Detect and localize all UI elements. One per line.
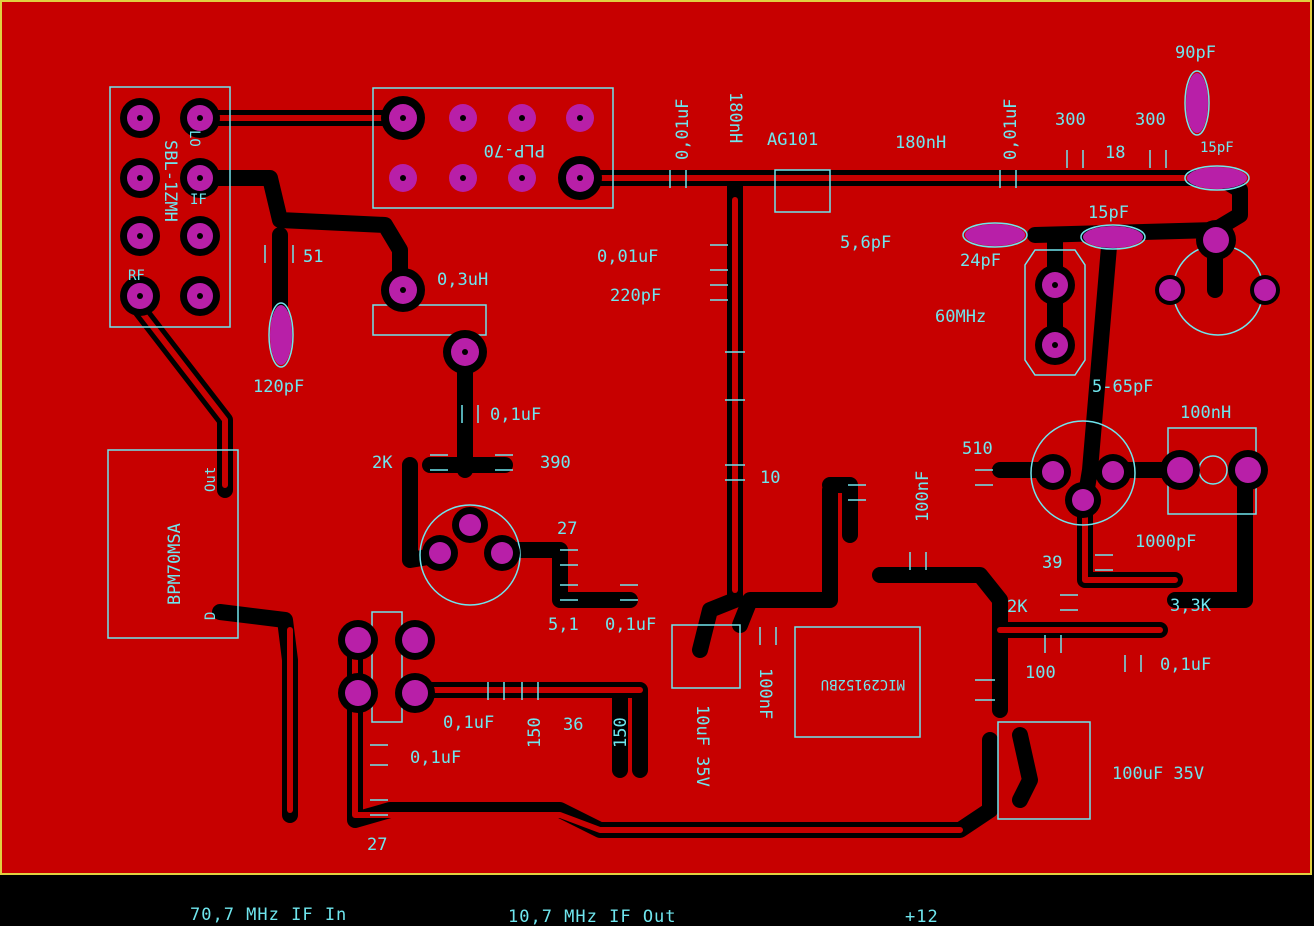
label-r510: 510 <box>962 439 993 459</box>
if-in-label: 70,7 MHz IF In <box>190 905 347 925</box>
label-xtal: 60MHz <box>935 307 986 327</box>
label-c001b: 0,01uF <box>1001 99 1021 160</box>
label-r27b: 27 <box>367 835 387 855</box>
mixer-lo-label: LO <box>186 130 202 147</box>
label-r100: 100 <box>1025 663 1056 683</box>
ag101-outline <box>774 169 831 213</box>
label-r33k: 3,3K <box>1170 596 1212 616</box>
label-c220p: 220pF <box>610 286 661 306</box>
cap-10u-outline <box>671 624 741 689</box>
pad-layer <box>120 70 1280 713</box>
amp-in-label: D <box>203 612 219 620</box>
inductor-outline <box>372 304 487 336</box>
connector-outline <box>372 87 614 209</box>
label-c15pb: 15pF <box>1088 203 1129 223</box>
mixer-if-label: IF <box>190 192 207 208</box>
label-l180a: 180nH <box>725 92 745 143</box>
amp-name-label: BPM70MSA <box>165 523 185 605</box>
label-c001c: 0,01uF <box>597 247 658 267</box>
label-r2ka: 2K <box>372 453 393 473</box>
label-l180b: 180nH <box>895 133 946 153</box>
label-c100u: 100uF 35V <box>1112 764 1204 784</box>
label-r2kb: 2K <box>1007 597 1028 617</box>
mixer-outline <box>109 86 231 328</box>
label-r150a: 150 <box>525 717 545 748</box>
label-r27a: 27 <box>557 519 577 539</box>
label-r300a: 300 <box>1055 110 1086 130</box>
label-c01b: 0,1uF <box>605 615 656 635</box>
transistor-c-outline <box>371 611 403 723</box>
label-r10: 10 <box>760 468 780 488</box>
label-r18: 18 <box>1105 143 1125 163</box>
label-c90p: 90pF <box>1175 43 1216 63</box>
regulator-outline <box>794 626 921 738</box>
label-r390: 390 <box>540 453 571 473</box>
label-l100n: 100nH <box>1180 403 1231 423</box>
label-c01d: 0,1uF <box>443 713 494 733</box>
connector-labels: 70,7 MHz IF In 10,7 MHz IF Out +12 <box>190 905 939 926</box>
transistor-b-outline <box>1030 420 1136 526</box>
label-c24p: 24pF <box>960 251 1001 271</box>
label-l03u: 0,3uH <box>437 270 488 290</box>
if-out-label: 10,7 MHz IF Out <box>508 907 677 926</box>
label-r51: 51 <box>303 247 323 267</box>
label-c100nb: 100nF <box>755 668 775 719</box>
label-c100na: 100nF <box>913 471 933 522</box>
power-label: +12 <box>905 907 939 926</box>
amp-outline <box>107 449 239 639</box>
label-c01c: 0,1uF <box>1160 655 1211 675</box>
label-c001a: 0,01uF <box>673 99 693 160</box>
regulator-label: MIC29152BU <box>821 676 905 692</box>
label-r39: 39 <box>1042 553 1062 573</box>
label-c01a: 0,1uF <box>490 405 541 425</box>
mixer-name-label: SBL-1ZMH <box>160 140 180 222</box>
label-c10u: 10uF 35V <box>692 705 712 787</box>
ag101-label: AG101 <box>767 130 818 150</box>
crystal-outline <box>1024 249 1086 376</box>
trace-fill <box>137 115 1223 833</box>
smd-marks <box>264 150 1167 816</box>
connector-name-label: PLP-70 <box>484 140 545 160</box>
silkscreen-text: SBL-1ZMH LO IF RF PLP-70 BPM70MSA Out D … <box>128 43 1234 855</box>
amp-out-label: Out <box>203 467 219 492</box>
label-r150b: 150 <box>611 717 631 748</box>
label-c56p: 5,6pF <box>840 233 891 253</box>
silkscreen-outlines <box>107 86 1264 820</box>
transistor-a-outline <box>419 504 521 606</box>
cap-100u-outline <box>997 721 1091 820</box>
label-trim: 5-65pF <box>1092 377 1153 397</box>
label-r36: 36 <box>563 715 583 735</box>
label-c1000p: 1000pF <box>1135 532 1196 552</box>
label-r300b: 300 <box>1135 110 1166 130</box>
label-c120p: 120pF <box>253 377 304 397</box>
label-c01e: 0,1uF <box>410 748 461 768</box>
label-c15pa: 15pF <box>1200 140 1234 156</box>
mixer-rf-label: RF <box>128 268 145 284</box>
label-r51b: 5,1 <box>548 615 579 635</box>
